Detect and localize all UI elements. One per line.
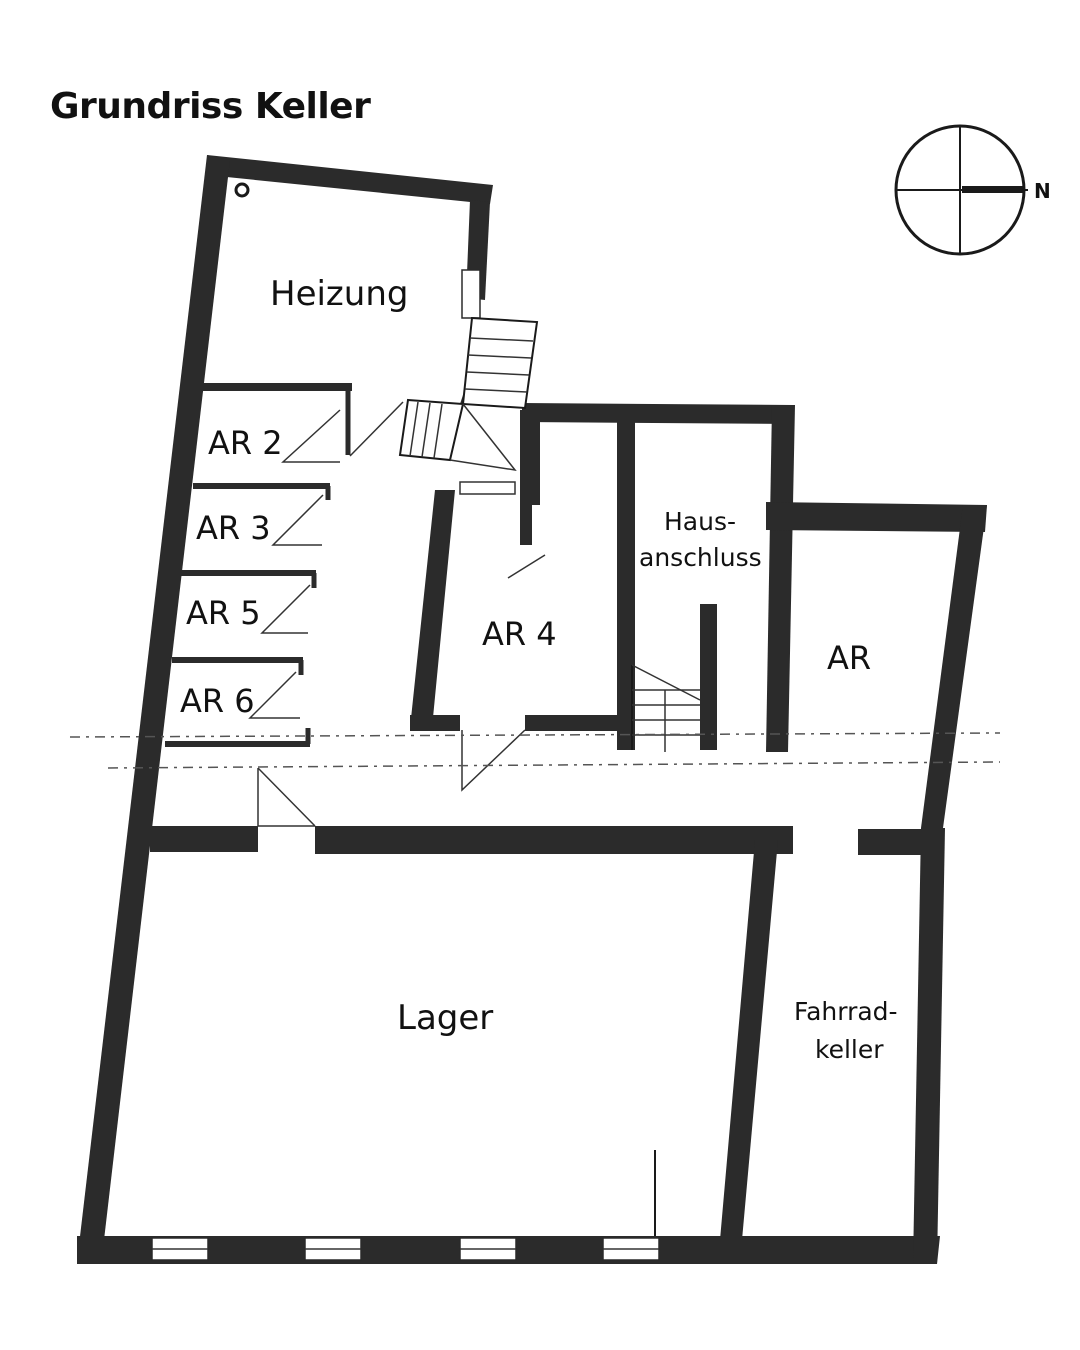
door-swings [248, 401, 546, 827]
room-label-hausanschluss-line1: Haus- [664, 507, 736, 536]
page-title: Grundriss Keller [50, 86, 371, 127]
compass-rose-icon: N [894, 124, 1051, 256]
room-label-fahrradkeller-line2: keller [815, 1035, 884, 1064]
room-label-ar: AR [827, 639, 871, 677]
room-labels: Heizung AR 2 AR 3 AR 5 AR 6 AR 4 Haus- a… [180, 274, 898, 1064]
room-label-ar6: AR 6 [180, 682, 255, 720]
pipe-detail [234, 182, 250, 198]
outer-walls [77, 155, 987, 1264]
room-label-hausanschluss-line2: anschluss [639, 543, 762, 572]
room-label-ar3: AR 3 [196, 509, 271, 547]
staircase-main [398, 316, 539, 495]
basement-windows [151, 269, 660, 1261]
staircase-hausanschluss [631, 664, 701, 752]
room-label-heizung: Heizung [270, 274, 408, 314]
room-label-ar5: AR 5 [186, 594, 261, 632]
room-label-fahrradkeller-line1: Fahrrad- [794, 997, 898, 1026]
section-lines [69, 732, 1001, 769]
room-label-ar2: AR 2 [208, 424, 283, 462]
room-label-lager: Lager [397, 998, 493, 1038]
room-label-ar4: AR 4 [482, 615, 557, 653]
compass-north-label: N [1034, 179, 1051, 203]
storage-partitions [165, 383, 352, 747]
